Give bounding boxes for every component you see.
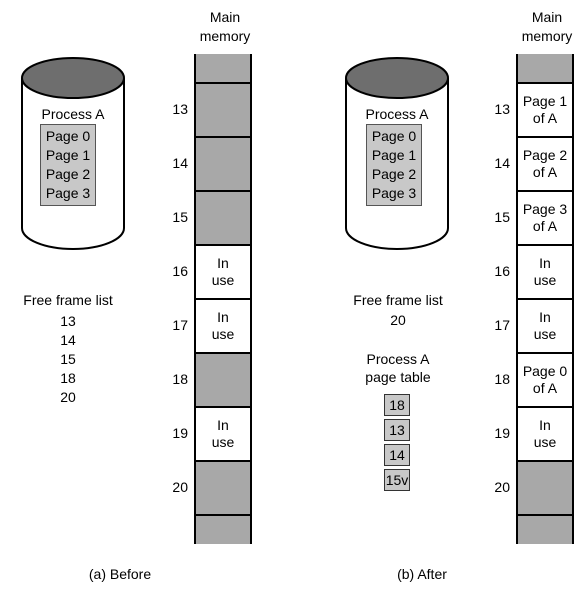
page-table-title: Process A page table [365, 351, 431, 385]
page-table-entry: 15v [384, 469, 410, 491]
free-frame-entry: 18 [60, 370, 76, 386]
frame-number: 19 [172, 425, 188, 441]
after-caption: (b) After [397, 566, 447, 582]
frame-number: 19 [494, 425, 510, 441]
frame-number: 14 [172, 155, 188, 171]
free-frame-entry: 13 [60, 313, 76, 329]
page-entry: Page 3 [371, 185, 417, 201]
memory-frame [196, 82, 250, 136]
free-frame-entry: 20 [390, 312, 406, 328]
memory-frame-top [518, 54, 572, 82]
frame-number: 18 [172, 371, 188, 387]
frame-number: 13 [172, 101, 188, 117]
process-label: Process A [365, 106, 429, 122]
page-entry: Page 2 [371, 166, 417, 182]
process-pages: Page 0 Page 1 Page 2 Page 3 [366, 124, 422, 206]
page-table-entry: 13 [384, 419, 410, 441]
main-memory-label: Main memory [199, 9, 251, 44]
page-table-entry: 14 [384, 444, 410, 466]
process-pages: Page 0 Page 1 Page 2 Page 3 [40, 124, 96, 206]
page-entry: Page 1 [45, 147, 91, 163]
page-entry: Page 0 [45, 128, 91, 144]
frame-number: 20 [172, 479, 188, 495]
page-table-entry: 18 [384, 394, 410, 416]
frame-number: 17 [172, 317, 188, 333]
frame-number: 16 [172, 263, 188, 279]
frame-number: 13 [494, 101, 510, 117]
page-entry: Page 2 [45, 166, 91, 182]
free-frame-list-title: Free frame list [353, 292, 443, 308]
memory-frame [196, 460, 250, 514]
free-frame-entry: 14 [60, 332, 76, 348]
memory-frame [518, 460, 572, 514]
page-entry: Page 3 [45, 185, 91, 201]
free-frame-list: 13 14 15 18 20 [8, 312, 128, 407]
process-label: Process A [41, 106, 105, 122]
memory-frame-top [196, 54, 250, 82]
frame-number: 15 [172, 209, 188, 225]
frame-number: 17 [494, 317, 510, 333]
page-entry: Page 0 [371, 128, 417, 144]
memory-frame [196, 190, 250, 244]
frame-number: 18 [494, 371, 510, 387]
memory-frame [196, 352, 250, 406]
frame-number: 15 [494, 209, 510, 225]
free-frame-entry: 15 [60, 351, 76, 367]
before-caption: (a) Before [88, 566, 152, 582]
memory-frame-bottom [196, 514, 250, 544]
memory-frame [196, 136, 250, 190]
memory-frame-bottom [518, 514, 572, 544]
page-entry: Page 1 [371, 147, 417, 163]
frame-number: 20 [494, 479, 510, 495]
free-frame-entry: 20 [60, 389, 76, 405]
free-frame-list-title: Free frame list [23, 292, 113, 308]
main-memory-label: Main memory [521, 9, 573, 44]
frame-number: 14 [494, 155, 510, 171]
frame-number: 16 [494, 263, 510, 279]
